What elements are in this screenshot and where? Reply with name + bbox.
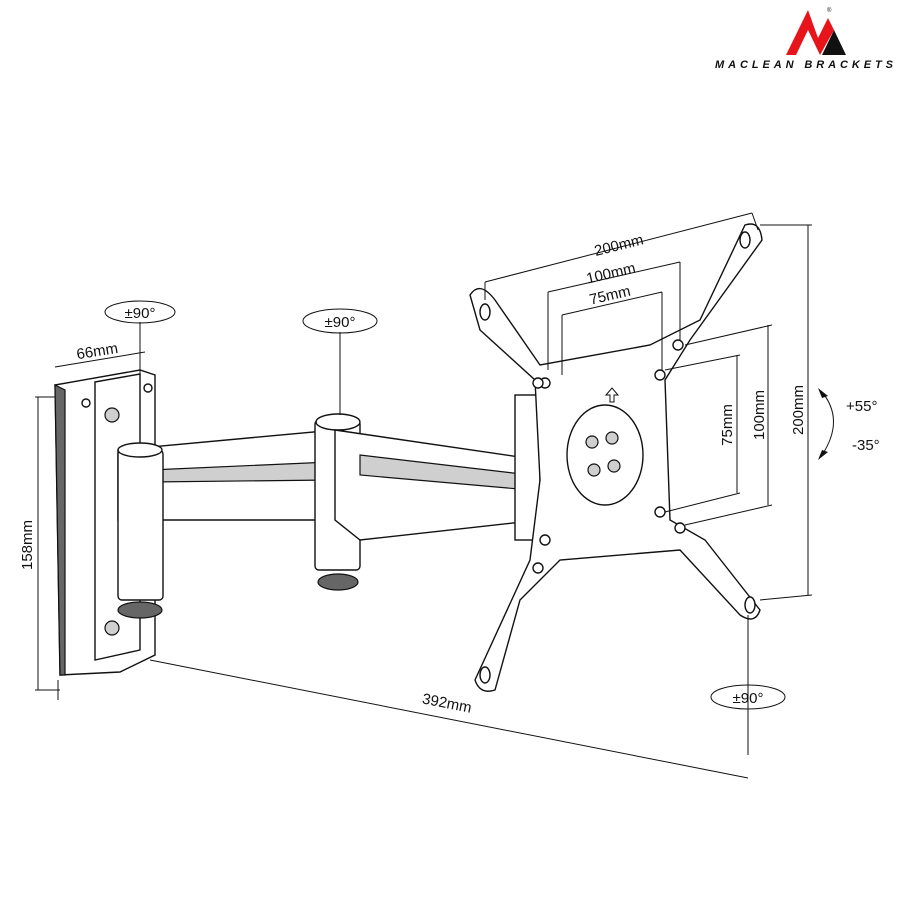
label-vertical-mid: 100mm xyxy=(751,390,768,440)
label-tilt-up: +55° xyxy=(846,398,877,415)
svg-text:±90°: ±90° xyxy=(733,690,764,707)
label-vertical-outer: 200mm xyxy=(790,385,807,435)
label-vesa-inner: 75mm xyxy=(588,283,632,309)
label-vesa-mid: 100mm xyxy=(585,260,638,288)
label-vesa-outer: 200mm xyxy=(593,231,646,260)
arm-first xyxy=(117,413,361,619)
registered-mark: ® xyxy=(827,7,832,14)
label-vertical-inner: 75mm xyxy=(719,404,736,446)
label-tilt-down: -35° xyxy=(852,437,880,454)
rotation-arm: ±90° xyxy=(302,308,378,334)
arm-second xyxy=(334,394,541,541)
label-wall-plate-width: 66mm xyxy=(75,340,119,363)
rotation-wall: ±90° xyxy=(104,300,176,324)
vesa-plate xyxy=(469,223,763,692)
logo-text: MACLEAN BRACKETS xyxy=(715,59,894,71)
svg-text:±90°: ±90° xyxy=(125,305,156,322)
label-wall-plate-height: 158mm xyxy=(19,520,36,570)
rotation-plate: ±90° xyxy=(710,684,786,710)
label-max-extension: 392mm xyxy=(421,690,473,716)
maclean-logo: ® MACLEAN BRACKETS xyxy=(715,7,894,71)
svg-text:±90°: ±90° xyxy=(325,314,356,331)
